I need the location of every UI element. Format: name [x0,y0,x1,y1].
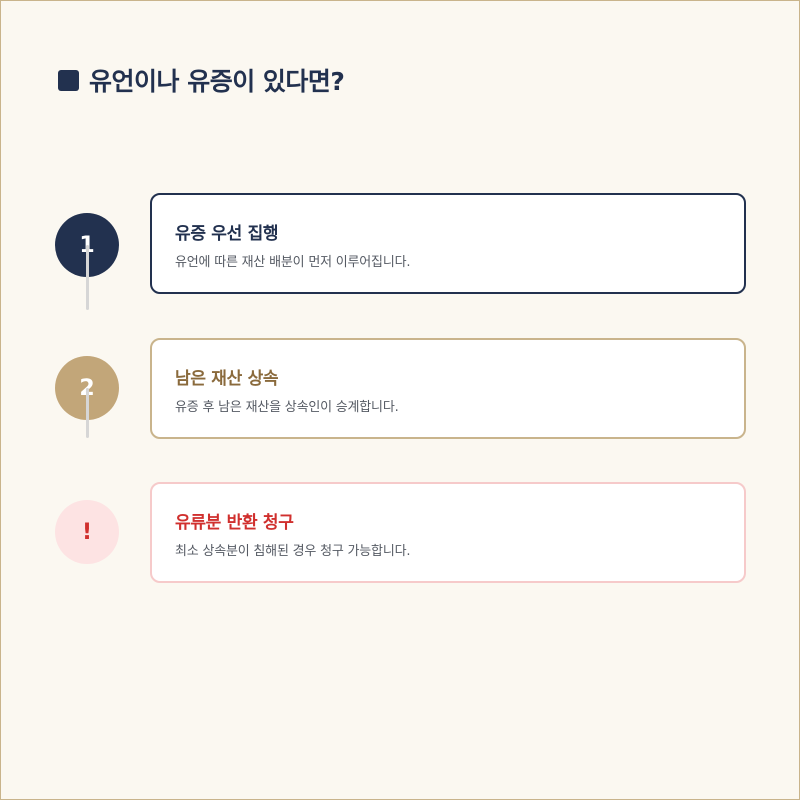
step-2-title: 남은 재산 상속 [175,369,279,389]
step-3-title: 유류분 반환 청구 [175,513,294,533]
step-1-card: 유증 우선 집행 유언에 따른 재산 배분이 먼저 이루어집니다. [150,193,746,294]
step-2-connector [86,388,89,438]
step-2-description: 유증 후 남은 재산을 상속인이 승계합니다. [175,400,399,415]
exclamation-icon: ! [81,519,93,545]
step-1-connector [86,245,89,310]
page-title: 유언이나 유증이 있다면? [89,67,345,96]
step-1-description: 유언에 따른 재산 배분이 먼저 이루어집니다. [175,255,411,270]
step-2-card: 남은 재산 상속 유증 후 남은 재산을 상속인이 승계합니다. [150,338,746,439]
warning-marker: ! [55,500,119,564]
step-1-title: 유증 우선 집행 [175,224,279,244]
section-heading: 유언이나 유증이 있다면? [58,62,345,98]
step-3-description: 최소 상속분이 침해된 경우 청구 가능합니다. [175,544,411,559]
heading-square-icon [58,69,79,91]
step-3-card: 유류분 반환 청구 최소 상속분이 침해된 경우 청구 가능합니다. [150,482,746,583]
